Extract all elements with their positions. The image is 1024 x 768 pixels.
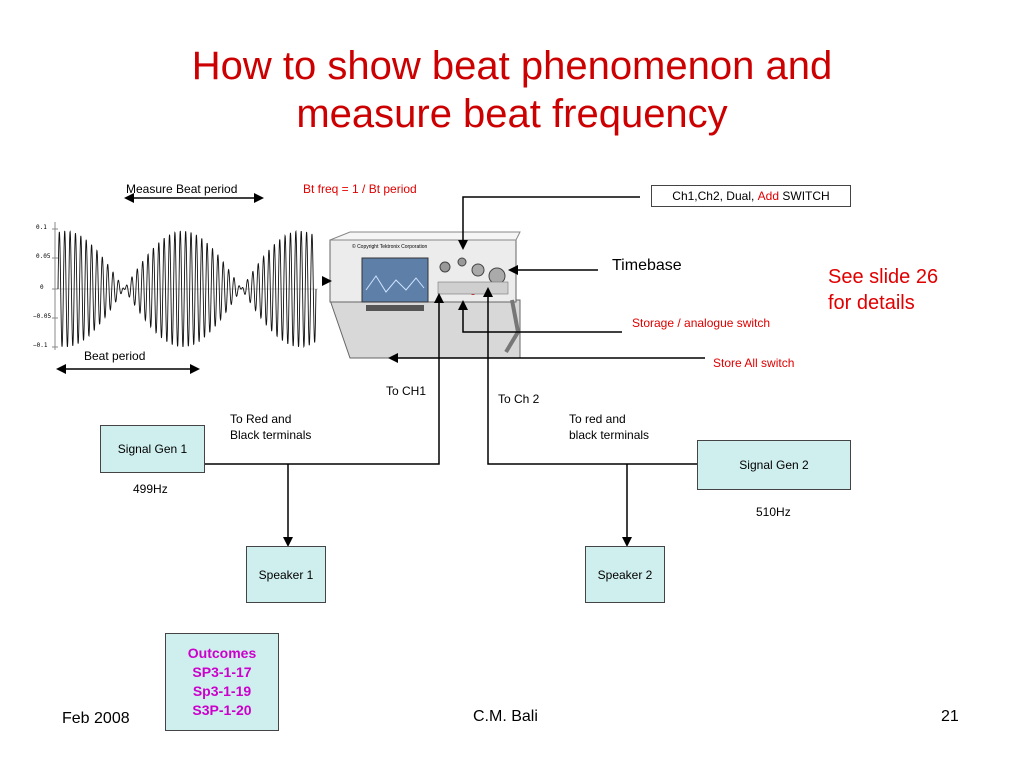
tick-label: 0 <box>40 284 44 291</box>
to-red-black-2-line-1: To red and <box>569 412 626 426</box>
see-slide-line-2: for details <box>828 292 915 314</box>
freq-510-label: 510Hz <box>756 505 791 519</box>
storage-switch-label: Storage / analogue switch <box>632 316 771 330</box>
footer-author: C.M. Bali <box>473 708 538 725</box>
measure-beat-period-label: Measure Beat period <box>126 182 238 196</box>
title-line-2: measure beat frequency <box>296 92 728 136</box>
footer-date: Feb 2008 <box>62 710 130 727</box>
freq-499-label: 499Hz <box>133 482 168 496</box>
ch-switch-prefix: Ch1,Ch2, Dual, <box>672 189 758 203</box>
outcome-item: Sp3-1-19 <box>192 683 252 699</box>
outcomes-box: Outcomes SP3-1-17 Sp3-1-19 S3P-1-20 <box>165 633 279 731</box>
outcomes-heading: Outcomes <box>187 645 257 661</box>
see-slide-line-1: See slide 26 <box>828 266 939 288</box>
tick-label: −0.1 <box>33 342 48 349</box>
tick-label: 0.1 <box>36 224 47 231</box>
to-ch1-label: To CH1 <box>386 384 427 398</box>
beat-waveform-plot <box>52 222 318 350</box>
to-red-black-1-line-1: To Red and <box>230 412 292 426</box>
to-red-black-terminals-1: To Red and Black terminals <box>230 411 311 443</box>
beat-waveform-trace <box>57 229 317 349</box>
store-all-switch-label: Store All switch <box>713 356 795 370</box>
outcome-item: S3P-1-20 <box>192 702 252 718</box>
tick-label: −0.05 <box>33 313 52 320</box>
signal-gen-2-box: Signal Gen 2 <box>697 440 851 490</box>
to-red-black-1-line-2: Black terminals <box>230 428 312 442</box>
beat-period-label: Beat period <box>84 349 146 363</box>
beat-freq-formula: Bt freq = 1 / Bt period <box>303 182 417 196</box>
timebase-label: Timebase <box>612 257 682 274</box>
speaker-2-box: Speaker 2 <box>585 546 665 603</box>
tick-label: 0.05 <box>36 253 51 260</box>
oscilloscope-image <box>329 231 521 359</box>
outcome-item: SP3-1-17 <box>192 664 252 680</box>
oscilloscope-caption: © Copyright Tektronix Corporation <box>352 244 428 250</box>
slide-title: How to show beat phenomenon and measure … <box>0 42 1024 138</box>
to-ch2-label: To Ch 2 <box>498 392 540 406</box>
ch-switch-add: Add <box>757 189 780 203</box>
see-slide-note: See slide 26 for details <box>828 264 938 316</box>
switch-pointer-arrow <box>458 196 640 250</box>
ch-switch-box: Ch1,Ch2, Dual, Add SWITCH <box>651 185 851 207</box>
footer-page-number: 21 <box>941 708 959 725</box>
ch1-connection-arrow <box>203 293 444 465</box>
title-line-1: How to show beat phenomenon and <box>191 44 833 88</box>
ch-switch-suffix: SWITCH <box>779 189 830 203</box>
to-red-black-2-line-2: black terminals <box>569 428 650 442</box>
storage-switch-pointer-arrow <box>458 300 622 333</box>
to-red-black-terminals-2: To red and black terminals <box>569 411 649 443</box>
speaker-1-box: Speaker 1 <box>246 546 326 603</box>
signal-gen-1-box: Signal Gen 1 <box>100 425 205 473</box>
